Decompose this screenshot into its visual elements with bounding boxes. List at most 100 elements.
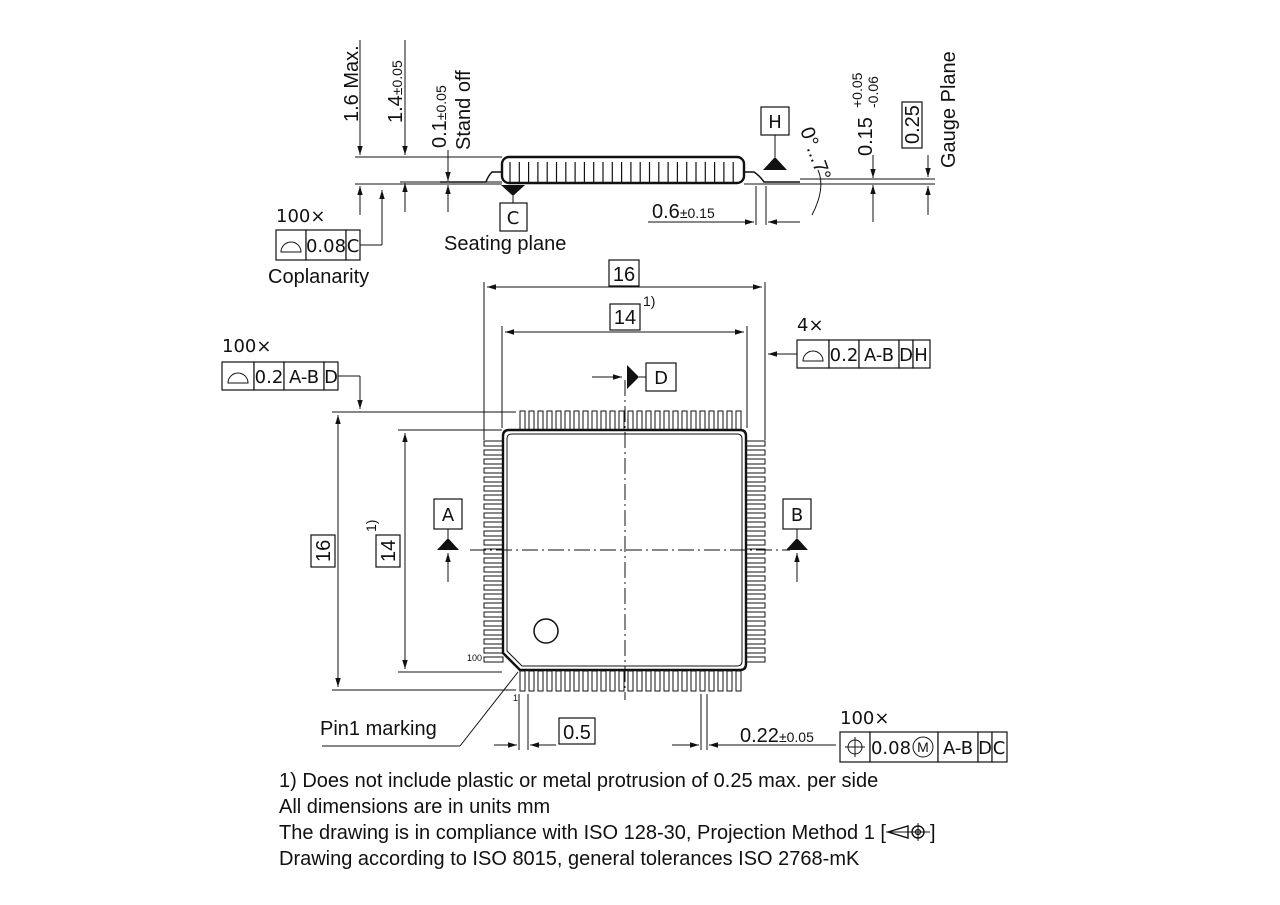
profile-left-frame: 0.2 A-B D	[221, 361, 339, 391]
svg-text:D: D	[978, 738, 992, 759]
pitch-label: 0.5	[563, 722, 591, 744]
lead-right	[745, 602, 766, 609]
top-view: 100 1 Pin1 marking 16 14 1) 16 14 1) A	[221, 259, 1008, 763]
lead-right	[745, 611, 766, 618]
lead-top	[582, 410, 589, 431]
lead-top	[654, 410, 661, 431]
notes: 1) Does not include plastic or metal pro…	[279, 768, 936, 872]
lead-right	[745, 539, 766, 546]
position-icon	[845, 737, 865, 757]
coplanarity-multiplier: 100×	[276, 206, 325, 227]
body-height-top-label: 14	[378, 540, 400, 562]
svg-text:A-B: A-B	[864, 345, 894, 366]
package-body	[501, 428, 748, 672]
note-protrusion: 1) Does not include plastic or metal pro…	[279, 770, 879, 792]
datum-b-label: B	[791, 505, 803, 526]
lead-bottom	[636, 670, 643, 692]
pin1-marking-label: Pin1 marking	[320, 718, 437, 740]
coplanarity-datum: C	[347, 236, 360, 257]
lead-bottom	[645, 670, 652, 692]
lead-left	[483, 611, 504, 618]
lead-left	[483, 584, 504, 591]
lead-right	[745, 575, 766, 582]
profile-right-frame: 0.2 A-B D H	[796, 339, 931, 369]
lead-left	[483, 647, 504, 654]
lead-right	[745, 503, 766, 510]
position-frame: 0.08 M A-B D C	[839, 731, 1008, 763]
lead-top	[600, 410, 607, 431]
lead-bottom	[618, 670, 625, 692]
lead-top	[726, 410, 733, 431]
lead-bottom	[600, 670, 607, 692]
svg-text:+0.05: +0.05	[849, 72, 865, 108]
lead-top	[519, 410, 526, 431]
side-lead-hatching	[509, 162, 734, 182]
lead-right	[745, 494, 766, 501]
datum-a-triangle	[437, 538, 459, 550]
max-height-label: 1.6 Max.	[341, 45, 363, 122]
lead-right	[745, 593, 766, 600]
lead-right	[745, 557, 766, 564]
lead-bottom	[690, 670, 697, 692]
lead-thickness-label: 0.15	[855, 117, 877, 156]
lead-bottom	[573, 670, 580, 692]
lead-bottom	[663, 670, 670, 692]
side-lead-right	[744, 171, 800, 183]
svg-text:0.2: 0.2	[830, 345, 859, 366]
datum-h-triangle	[763, 157, 787, 170]
lead-top	[555, 410, 562, 431]
lead-left	[483, 494, 504, 501]
top-leads	[483, 410, 766, 692]
lead-top	[663, 410, 670, 431]
lead-top	[618, 410, 625, 431]
lead-top	[690, 410, 697, 431]
profile-right-multiplier: 4×	[797, 315, 824, 336]
datum-c-label: C	[507, 208, 520, 229]
lead-bottom	[519, 670, 526, 692]
overall-height-label: 16	[313, 540, 335, 562]
datum-a-label: A	[442, 505, 455, 526]
lead-left	[483, 539, 504, 546]
lead-left	[483, 566, 504, 573]
body-height-label: 1.4±0.05	[385, 60, 407, 123]
lead-length-label: 0.6±0.15	[652, 201, 715, 223]
lead-top	[672, 410, 679, 431]
lead-left	[483, 503, 504, 510]
coplanarity-value: 0.08	[306, 236, 346, 257]
mmc-modifier-circle	[912, 736, 934, 758]
body-width-note-ref: 1)	[643, 293, 655, 309]
side-lead-left	[440, 171, 502, 183]
position-multiplier: 100×	[840, 708, 889, 729]
lead-width-label: 0.22±0.05	[740, 725, 814, 747]
lead-left	[483, 530, 504, 537]
datum-d-label: D	[654, 368, 668, 389]
lead-left	[483, 575, 504, 582]
lead-left	[483, 521, 504, 528]
lead-bottom	[699, 670, 706, 692]
lead-right	[745, 656, 766, 663]
svg-text:C: C	[993, 738, 1006, 759]
datum-d-triangle	[627, 365, 639, 389]
lead-top	[681, 410, 688, 431]
lead-left	[483, 593, 504, 600]
lead-bottom	[627, 670, 634, 692]
lead-top	[609, 410, 616, 431]
svg-text:1): 1)	[363, 520, 379, 532]
lead-left	[483, 602, 504, 609]
lead-bottom	[537, 670, 544, 692]
lead-bottom	[546, 670, 553, 692]
lead-bottom	[681, 670, 688, 692]
coplanarity-label: Coplanarity	[268, 266, 369, 288]
lead-right	[745, 566, 766, 573]
svg-text:H: H	[914, 345, 928, 366]
datum-c-triangle	[501, 185, 525, 196]
body-width-label: 14	[614, 307, 636, 329]
lead-right	[745, 512, 766, 519]
lead-bottom	[735, 670, 742, 692]
lead-left	[483, 557, 504, 564]
note-tolerances: Drawing according to ISO 8015, general t…	[279, 848, 860, 870]
lead-bottom	[672, 670, 679, 692]
lead-top	[699, 410, 706, 431]
lead-right	[745, 476, 766, 483]
